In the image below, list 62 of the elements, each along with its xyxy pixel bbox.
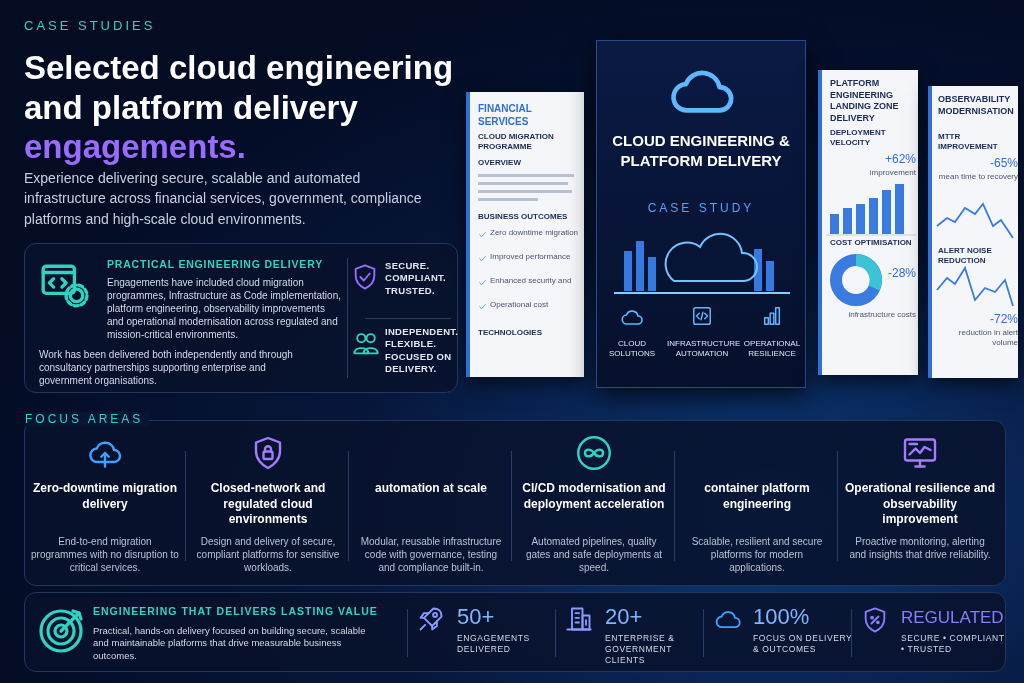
chart-title: ALERT NOISE REDUCTION xyxy=(938,246,993,267)
intro-text: Experience delivering secure, scalable and automated infrastructure across financial services, government, compliance platforms and high-scale cloud environments. xyxy=(24,169,423,229)
badge-text: SECURE. COMPLIANT. TRUSTED. xyxy=(385,260,448,298)
focus-title: Operational resilience and observability improvement xyxy=(844,481,996,528)
report-page xyxy=(466,92,584,377)
chart-title: COST OPTIMISATION xyxy=(830,238,913,249)
cover-title: CLOUD ENGINEERING & PLATFORM DELIVERY xyxy=(611,131,791,170)
summary-panel xyxy=(24,592,1006,672)
focus-description: Automated pipelines, quality gates and safe deployments at speed. xyxy=(524,535,664,574)
focus-description: Modular, reusable infrastructure code with governance, testing and compliance built-in. xyxy=(359,535,503,574)
bullet-text: Improved performance xyxy=(490,252,572,263)
focus-title: CI/CD modernisation and deployment acceleration xyxy=(521,481,667,513)
cover-subtitle: CASE STUDY xyxy=(646,201,756,217)
stat-value: -72% xyxy=(989,312,1018,328)
section-heading: BUSINESS OUTCOMES xyxy=(478,212,569,223)
stat-value: -65% xyxy=(989,156,1018,172)
stat-value: 20+ xyxy=(605,603,644,631)
panel-heading: PRACTICAL ENGINEERING DELIVERY xyxy=(107,258,324,272)
focus-description: Proactive monitoring, alerting and insights that drive reliability. xyxy=(848,535,992,561)
stat-label: ENGAGEMENTS DELIVERED xyxy=(457,633,531,656)
page-title: Selected cloud engineering and platform delivery engagements. xyxy=(24,48,455,167)
focus-description: End-to-end migration programmes with no disruption to critical services. xyxy=(31,535,179,574)
bullet-text: Operational cost xyxy=(490,300,550,311)
report-page xyxy=(928,86,1018,378)
focus-description: Scalable, resilient and secure platforms for modern applications. xyxy=(690,535,824,574)
focus-title: Zero-downtime migration delivery xyxy=(32,481,178,513)
report-cover xyxy=(596,40,806,388)
focus-title: automation at scale xyxy=(374,481,488,497)
body-text: Practical, hands-on delivery focused on building secure, scalable and maintainable platforms that drive measurable business outcomes. xyxy=(93,625,367,663)
chart-title: DEPLOYMENT VELOCITY xyxy=(830,128,887,149)
body-text: Work has been delivered both independently and through consultancy partnerships supporting enterprise and government organisations. xyxy=(39,348,294,387)
bullet-text: Enhanced security and xyxy=(490,276,573,287)
focus-title: container platform engineering xyxy=(703,481,811,513)
stat-value: 50+ xyxy=(457,603,496,631)
stat-value: REGULATED xyxy=(901,607,1005,629)
page-heading: FINANCIAL SERVICES xyxy=(478,102,533,128)
section-heading: FOCUS AREAS xyxy=(25,412,150,427)
stat-value: 100% xyxy=(753,603,811,631)
section-heading: TECHNOLOGIES xyxy=(478,328,543,339)
stat-value: -28% xyxy=(887,266,916,282)
stat-label: SECURE • COMPLIANT • TRUSTED xyxy=(901,633,1006,656)
stat-value: +62% xyxy=(883,152,916,168)
page-heading: PLATFORM ENGINEERING LANDING ZONE DELIVERY xyxy=(830,78,900,125)
cover-caption: CLOUD SOLUTIONS xyxy=(607,339,657,360)
stat-caption: reduction in alert volume xyxy=(957,328,1018,349)
stat-caption: infrastructure costs xyxy=(847,310,916,321)
info-panel xyxy=(24,243,458,393)
stat-caption: mean time to recovery xyxy=(938,172,1018,183)
report-page xyxy=(818,70,918,375)
chart-title: MTTR IMPROVEMENT xyxy=(938,132,999,153)
focus-title: Closed-network and regulated cloud environments xyxy=(209,481,327,528)
bullet-text: Zero downtime migration xyxy=(490,228,580,239)
panel-heading: ENGINEERING THAT DELIVERS LASTING VALUE xyxy=(93,605,379,619)
stat-label: FOCUS ON DELIVERY & OUTCOMES xyxy=(753,633,854,656)
eyebrow-label: CASE STUDIES xyxy=(24,18,157,35)
stat-label: ENTERPRISE & GOVERNMENT CLIENTS xyxy=(605,633,676,667)
focus-description: Design and delivery of secure, compliant platforms for sensitive workloads. xyxy=(195,535,341,574)
stat-caption: improvement xyxy=(868,168,916,179)
page-subheading: CLOUD MIGRATION PROGRAMME xyxy=(478,132,555,153)
section-heading: OVERVIEW xyxy=(478,158,522,169)
page-heading: OBSERVABILITY MODERNISATION xyxy=(938,94,1015,118)
body-text: Engagements have included cloud migration programmes, Infrastructure as Code implementation, platform engineering, observability improvements and operational modernisation across regulated and mission-critical environments. xyxy=(107,276,342,341)
